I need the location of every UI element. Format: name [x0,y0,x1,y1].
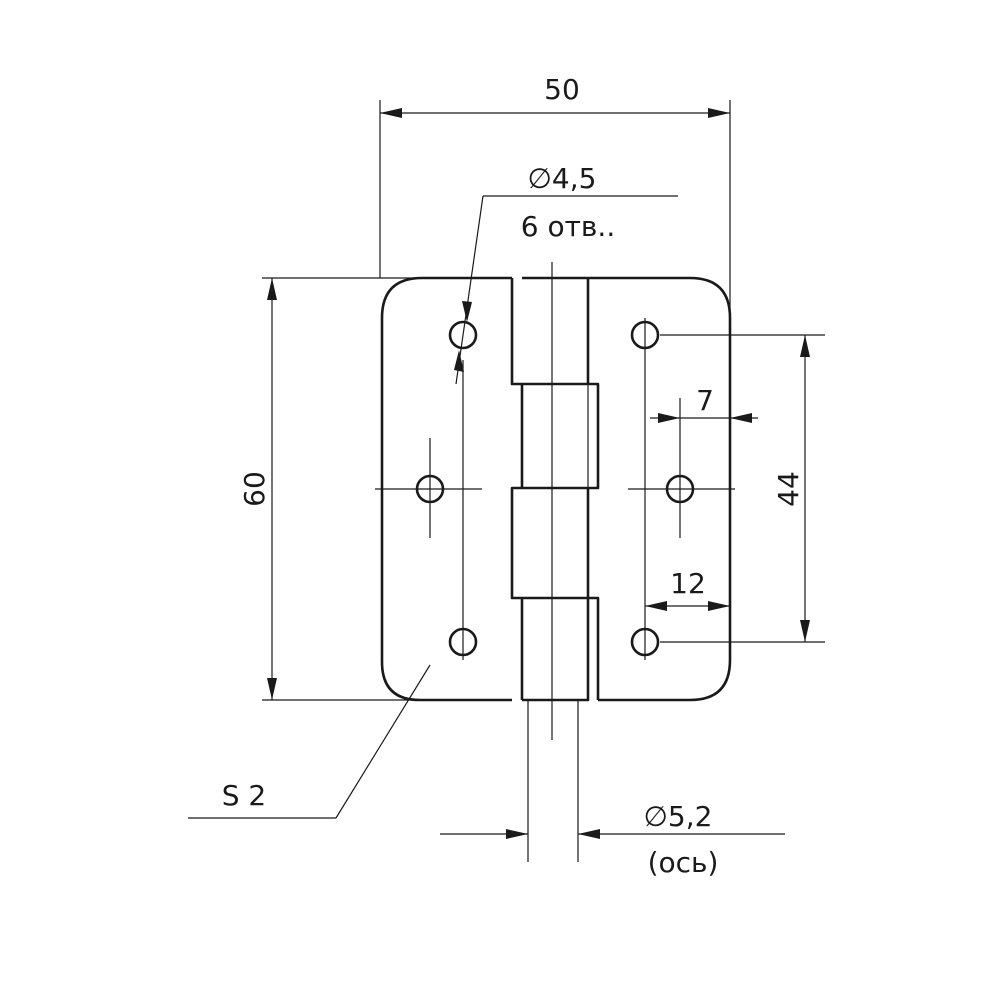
holes-count-label: 6 отв.. [521,210,615,243]
axle-lines [527,262,579,862]
holes-callout: ∅4,5 6 отв.. [454,162,678,385]
hinge-outline [380,276,732,702]
hole-top-left [448,320,478,350]
thickness-callout: S 2 [188,664,431,819]
hole-centerlines [375,318,735,660]
holes-diameter-label: ∅4,5 [528,162,597,195]
dimension-height-label: 60 [238,471,271,507]
dimension-width: 50 [379,73,731,320]
dimension-offset-12-label: 12 [670,567,706,600]
left-leaf [380,276,512,702]
dimension-width-label: 50 [544,73,580,106]
dimension-height: 60 [238,277,420,701]
axle-diameter-label: ∅5,2 [644,800,713,833]
dimension-offset-12: 12 [645,567,730,611]
dimension-hole-spacing-label: 44 [772,471,805,507]
dimension-hole-spacing: 44 [660,334,825,643]
dimension-offset-7-label: 7 [696,384,714,417]
thickness-label: S 2 [222,779,267,812]
axle-note-label: (ось) [648,846,719,879]
axle-callout: ∅5,2 (ось) [440,800,785,879]
knuckle-profile [510,276,600,702]
dimension-offset-7: 7 [650,384,758,423]
